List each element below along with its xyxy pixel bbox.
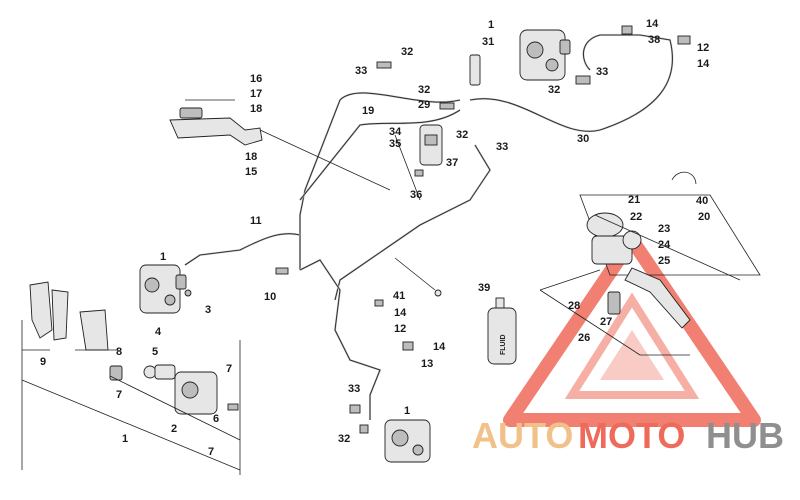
callout-25: 25: [658, 255, 670, 267]
callout-32-a: 32: [401, 46, 413, 58]
callout-38: 38: [648, 34, 660, 46]
callout-1-left: 1: [160, 251, 166, 263]
master-cylinder-assembly: [579, 194, 761, 329]
callout-39: 39: [478, 282, 490, 294]
callout-33-c: 33: [496, 141, 508, 153]
watermark-triangle: [503, 233, 761, 427]
callout-12-top: 12: [697, 42, 709, 54]
callout-labels: 1 1 1 1 2 3 4 5 6 7 7 7 8 9 10 11 12 12 …: [40, 18, 710, 458]
callout-1-bottom: 1: [404, 405, 410, 417]
leader-lines: [21, 129, 741, 475]
callout-33-d: 33: [348, 383, 360, 395]
callout-24: 24: [658, 239, 671, 251]
callout-14-d: 14: [433, 341, 446, 353]
callout-32-c: 32: [456, 129, 468, 141]
callout-7-b: 7: [116, 389, 122, 401]
brake-sensor: [394, 257, 442, 297]
callout-13: 13: [421, 358, 433, 370]
callout-18-b: 18: [245, 151, 257, 163]
bolts-and-fittings: [184, 25, 691, 434]
callout-35: 35: [389, 138, 401, 150]
callout-28: 28: [568, 300, 580, 312]
callout-11: 11: [250, 215, 262, 227]
callout-32-b: 32: [418, 84, 430, 96]
callout-32-e: 32: [338, 433, 350, 445]
brake-pads: [29, 281, 118, 351]
callout-26: 26: [578, 332, 590, 344]
watermark-auto: AUTO: [472, 415, 573, 456]
callout-41: 41: [393, 290, 405, 302]
callout-32-d: 32: [548, 84, 560, 96]
watermark-moto: MOTO: [578, 415, 685, 456]
callout-8: 8: [116, 346, 122, 358]
bottom-brake-caliper: [384, 419, 431, 463]
callout-33-b: 33: [596, 66, 608, 78]
callout-5: 5: [152, 346, 158, 358]
bottle-label: FLUID: [500, 334, 507, 355]
callout-10: 10: [264, 291, 276, 303]
callout-15: 15: [245, 166, 257, 178]
callout-7-a: 7: [226, 363, 232, 375]
callout-29: 29: [418, 99, 430, 111]
callout-14-b: 14: [697, 58, 710, 70]
callout-27: 27: [600, 316, 612, 328]
callout-31: 31: [482, 36, 494, 48]
spring-clip: [671, 171, 697, 185]
callout-19: 19: [362, 105, 374, 117]
callout-34: 34: [389, 126, 402, 138]
brake-switch-fitting: [469, 54, 481, 86]
callout-6: 6: [213, 413, 219, 425]
callout-9: 9: [40, 356, 46, 368]
callout-3: 3: [205, 304, 211, 316]
top-right-brake-caliper: [519, 29, 571, 81]
callout-21: 21: [628, 194, 640, 206]
callout-2: 2: [171, 423, 177, 435]
caliper-assembly: [109, 364, 218, 415]
callout-1-lower: 1: [122, 433, 128, 445]
callout-16: 16: [250, 73, 262, 85]
callout-37: 37: [446, 157, 458, 169]
callout-30: 30: [577, 133, 589, 145]
junction-block: [419, 124, 443, 166]
callout-1-top: 1: [488, 19, 494, 31]
callout-40: 40: [696, 195, 708, 207]
callout-18-a: 18: [250, 103, 262, 115]
watermark-hub: HUB: [706, 415, 784, 456]
brake-pedal: [169, 99, 263, 146]
watermark-text: AUTO MOTO HUB: [472, 415, 784, 456]
callout-36: 36: [410, 189, 422, 201]
callout-23: 23: [658, 223, 670, 235]
left-brake-caliper: [139, 264, 187, 314]
callout-22: 22: [630, 211, 642, 223]
callout-17: 17: [250, 88, 262, 100]
callout-20: 20: [698, 211, 710, 223]
callout-14-c: 14: [394, 307, 407, 319]
brake-lines: [184, 33, 674, 420]
callout-33-a: 33: [355, 65, 367, 77]
callout-14-a: 14: [646, 18, 659, 30]
brake-fluid-bottle: FLUID: [487, 297, 517, 365]
callout-4: 4: [155, 326, 162, 338]
callout-12-mid: 12: [394, 323, 406, 335]
callout-7-c: 7: [208, 446, 214, 458]
